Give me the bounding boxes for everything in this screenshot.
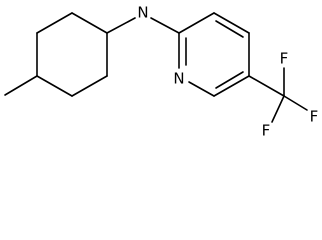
chemical-structure: N N F F F — [4, 4, 319, 140]
bond-c4-c5 — [36, 75, 73, 97]
pyridine-n-label: N — [173, 70, 184, 88]
trifluoromethyl-group: F F F — [248, 50, 319, 140]
fluorine-label-right: F — [310, 108, 319, 126]
bond-c5py-c6py — [213, 75, 250, 97]
amine-linker: N — [106, 4, 180, 34]
fluorine-label-top: F — [280, 50, 289, 68]
pyridine-ring: N — [173, 12, 250, 97]
bond-c5py-cf3 — [248, 75, 285, 97]
fluorine-label-bottom: F — [262, 122, 271, 140]
amine-n-label: N — [137, 4, 148, 22]
bond-c2py-c3py — [178, 12, 215, 34]
bond-c1-c2 — [71, 12, 108, 34]
bond-methyl — [4, 75, 38, 96]
bond-c2-c3 — [36, 12, 73, 34]
cyclohexyl-ring — [4, 12, 108, 97]
bond-c5-c6 — [71, 75, 108, 97]
bond-c6py-npy — [188, 81, 215, 97]
bond-c3py-c4py — [213, 12, 250, 34]
bond-nh-c2py — [150, 17, 180, 34]
bond-c1-nh — [106, 17, 136, 34]
bond-cf3-f2 — [283, 95, 308, 111]
bond-c3py-c4py-inner — [215, 20, 244, 38]
bond-cf3-f3 — [271, 95, 285, 123]
bond-c5py-c6py-inner — [215, 71, 244, 89]
